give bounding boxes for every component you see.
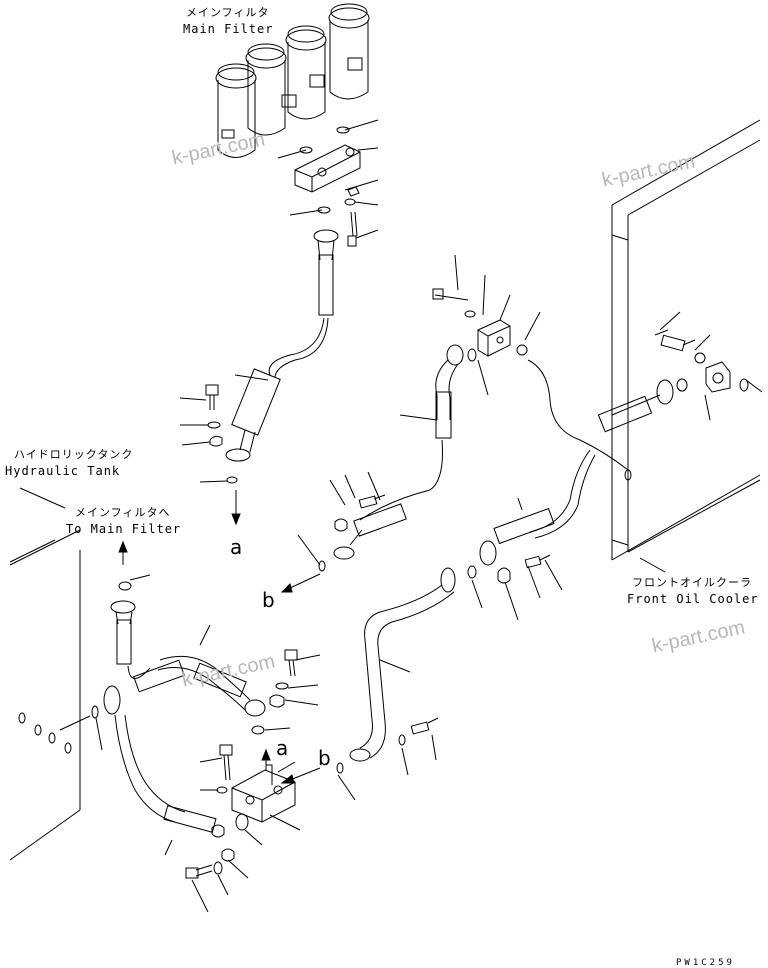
cooler-fittings bbox=[597, 311, 763, 433]
to-main-filter-label: To Main Filter bbox=[66, 522, 182, 536]
main-filter-label-jp: メインフィルタ bbox=[186, 6, 270, 19]
filter-head-block bbox=[294, 144, 361, 193]
hose-cooler-return bbox=[467, 359, 632, 621]
hydraulic-tank-label: Hydraulic Tank bbox=[5, 464, 121, 478]
filter-canister-3 bbox=[285, 25, 327, 120]
hydraulic-tank-outline bbox=[9, 529, 81, 861]
rigid-pipe bbox=[336, 567, 456, 801]
leader-lines-filter bbox=[277, 119, 379, 239]
main-filter-label: Main Filter bbox=[183, 22, 274, 36]
lower-manifold-block bbox=[185, 649, 321, 913]
marker-a-lower: a bbox=[230, 535, 243, 559]
hose-upper-right bbox=[297, 254, 541, 572]
filter-canister-2 bbox=[245, 43, 297, 136]
leader-front-oil-cooler bbox=[639, 557, 666, 573]
leader-hydraulic-tank bbox=[19, 487, 66, 509]
leader-to-main-filter bbox=[9, 539, 56, 563]
tank-ports bbox=[18, 712, 91, 754]
front-oil-cooler bbox=[611, 119, 761, 561]
front-oil-cooler-label: Front Oil Cooler bbox=[627, 592, 759, 606]
hose-tank-to-filter bbox=[91, 574, 266, 856]
drawing-code: PW1C259 bbox=[676, 958, 735, 968]
marker-b-right: b bbox=[318, 746, 331, 770]
filter-canister-1 bbox=[215, 63, 257, 158]
marker-b-left: b bbox=[262, 588, 275, 612]
hose-filter-to-manifold bbox=[225, 229, 339, 462]
main-filter-assembly bbox=[215, 3, 370, 247]
bolts-left-upper bbox=[179, 374, 269, 484]
filter-canister-4 bbox=[328, 3, 370, 100]
to-main-filter-label-jp: メインフィルタへ bbox=[75, 506, 171, 519]
front-oil-cooler-label-jp: フロントオイルクーラ bbox=[632, 576, 752, 589]
hydraulic-tank-label-jp: ハイドロリックタンク bbox=[14, 448, 134, 461]
marker-a-upper: a bbox=[276, 736, 289, 760]
